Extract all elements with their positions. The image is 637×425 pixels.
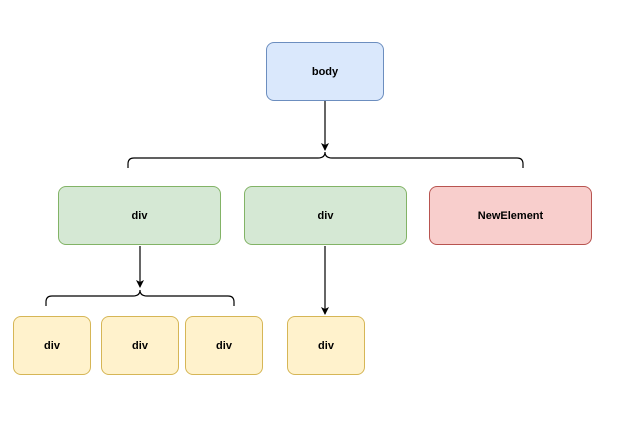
node-div-level2-d[interactable]: div — [287, 316, 365, 375]
node-new-element[interactable]: NewElement — [429, 186, 592, 245]
node-div-level2-a[interactable]: div — [13, 316, 91, 375]
brace-level1 — [127, 151, 524, 168]
node-div-level2-c[interactable]: div — [185, 316, 263, 375]
node-div-level1-second[interactable]: div — [244, 186, 407, 245]
node-div-level2-b[interactable]: div — [101, 316, 179, 375]
node-div-level1-first[interactable]: div — [58, 186, 221, 245]
brace-level2 — [45, 289, 235, 306]
node-body[interactable]: body — [266, 42, 384, 101]
